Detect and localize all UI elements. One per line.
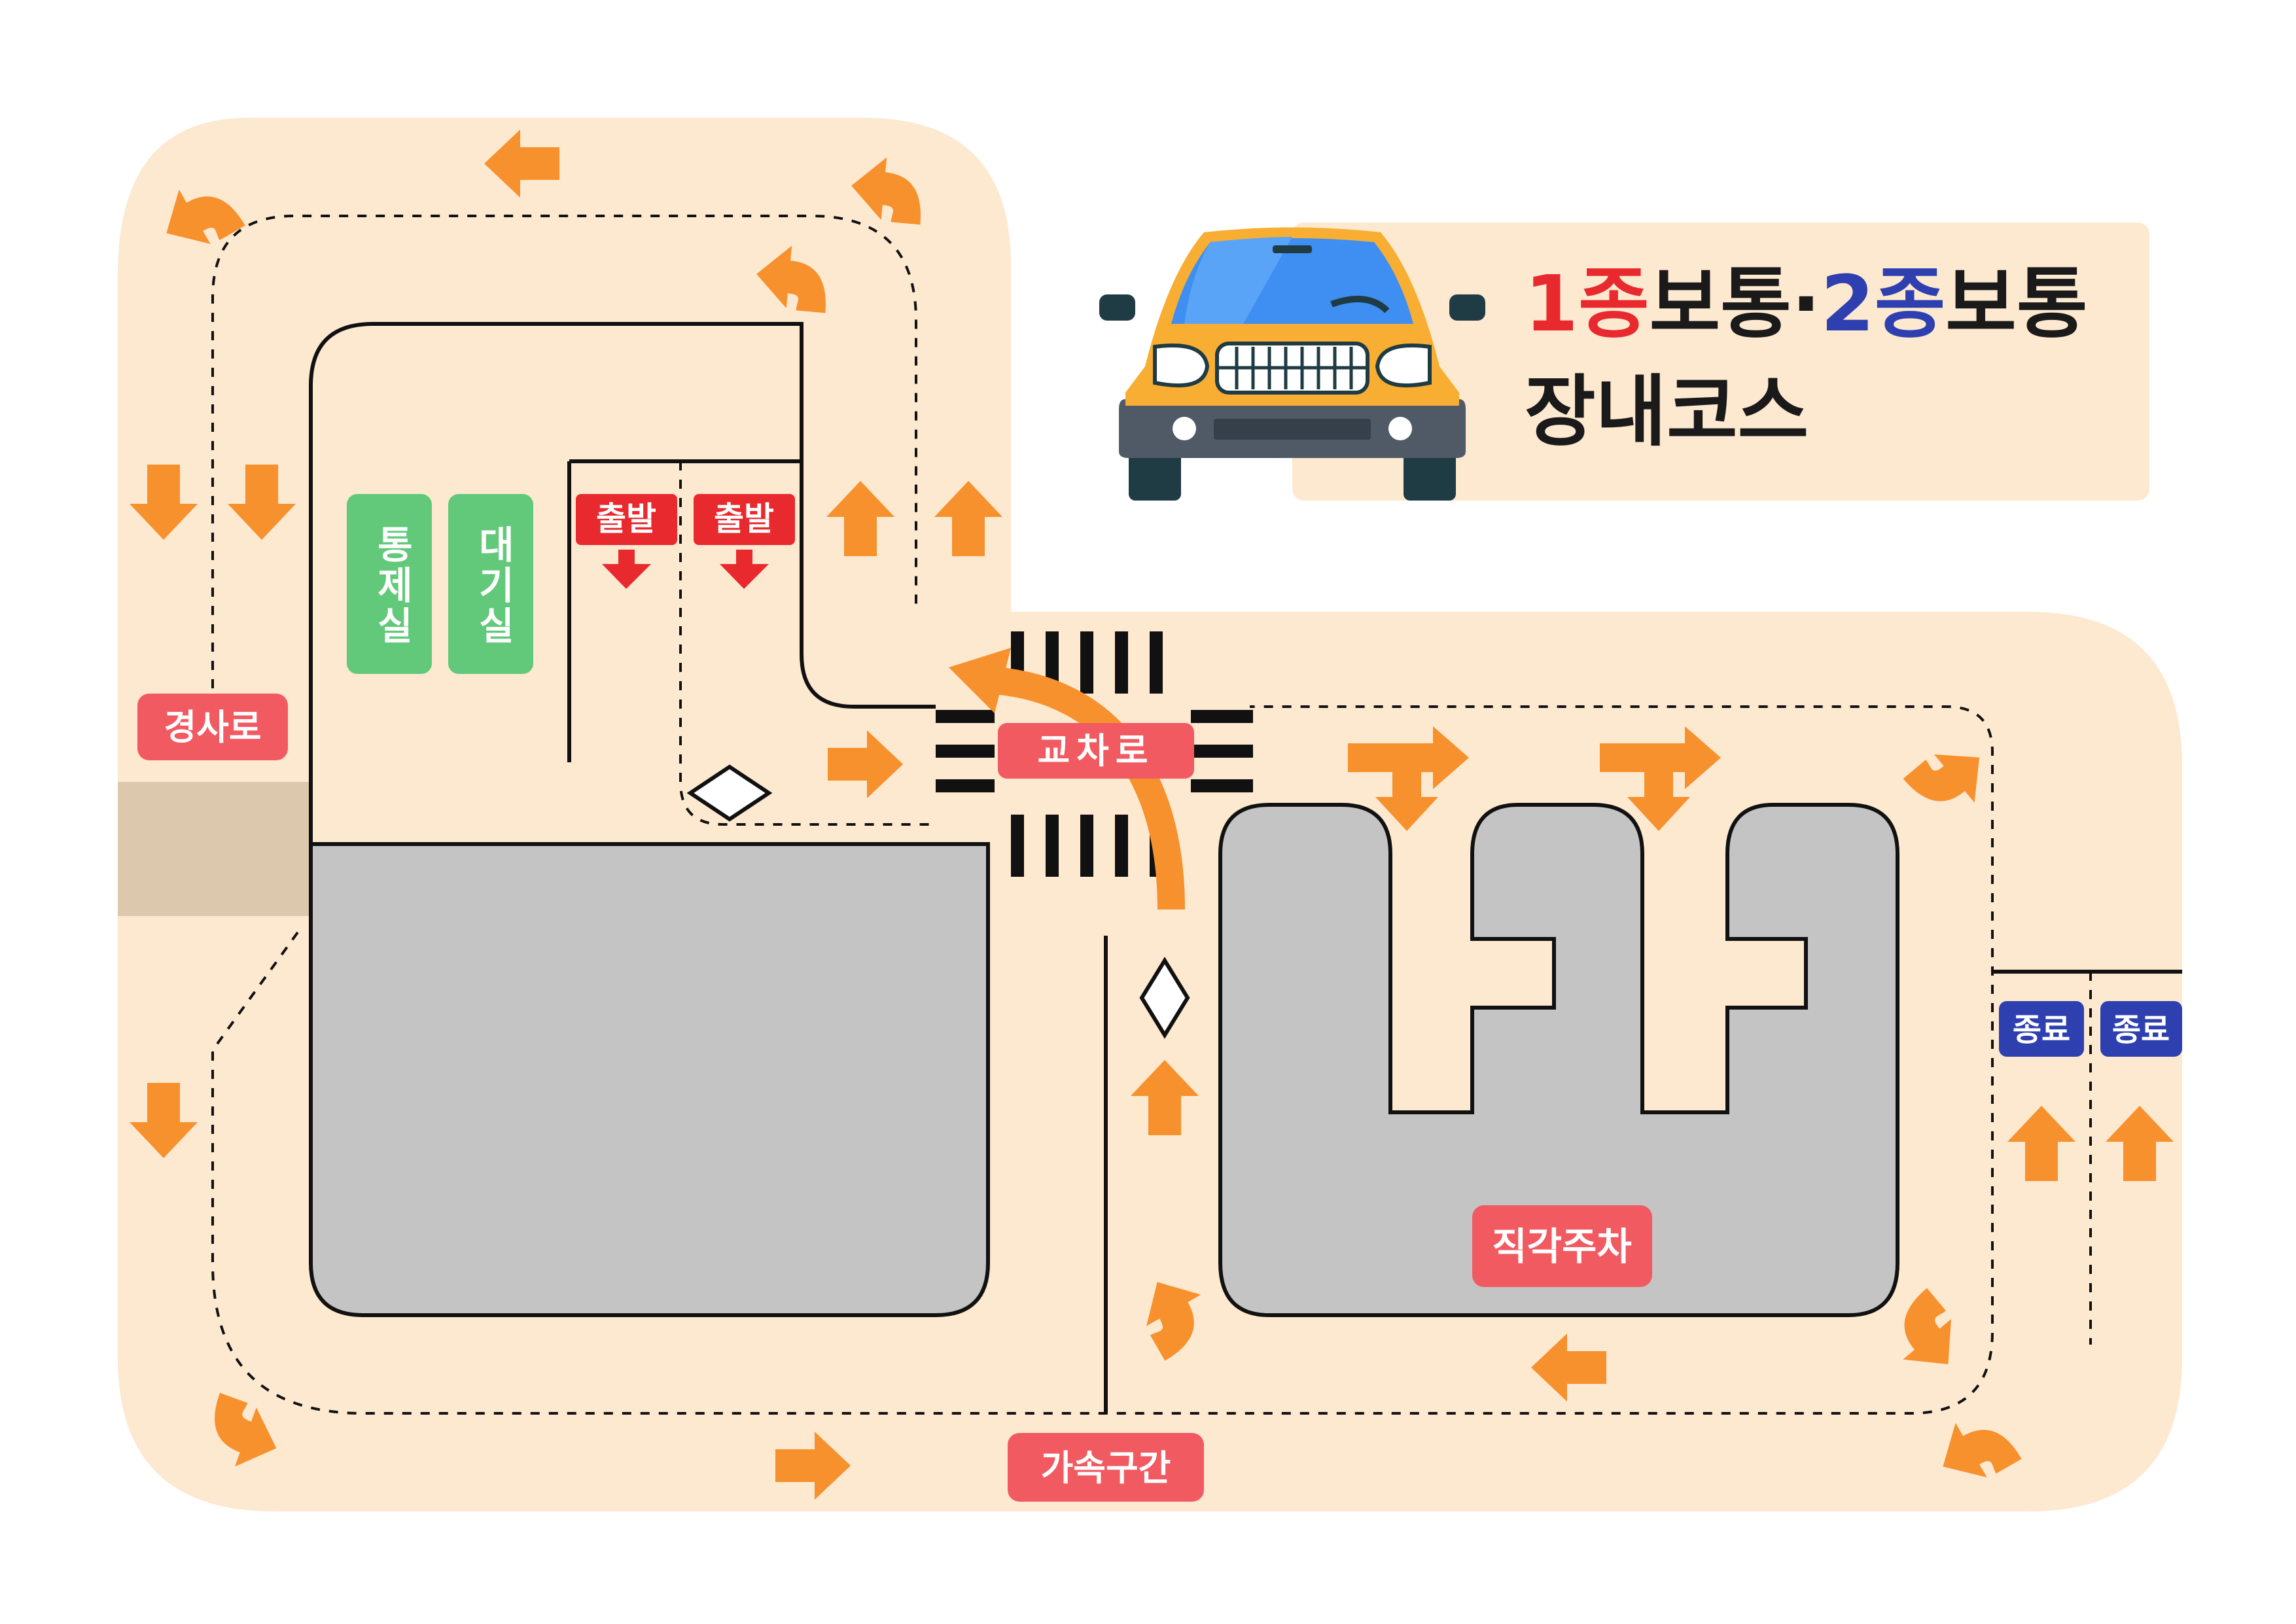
buildings: [309, 803, 1899, 1317]
end-label-2: 종료: [2112, 1012, 2170, 1048]
title-2-type: 보통: [1945, 258, 2087, 349]
control-room-label: 통제실: [370, 525, 414, 646]
start-badge-1: [576, 494, 677, 545]
acceleration-badge: [1008, 1433, 1204, 1502]
crosswalk-icon: [936, 631, 1253, 877]
end-badge-1: [1999, 1001, 2084, 1057]
slope-label: 경사로: [164, 707, 261, 748]
control-room-badge: [347, 494, 432, 674]
start-badge-2: [694, 494, 795, 545]
title-1-class: 1종: [1525, 258, 1650, 349]
title-1-type: 보통: [1650, 258, 1792, 349]
dashed-guides: [211, 215, 2092, 1415]
slope-shadow: [118, 782, 311, 916]
car-icon: [1099, 227, 1485, 501]
large-building: [309, 842, 990, 1317]
title-line-1: 1종보통·2종보통: [1525, 258, 2087, 349]
parking-badge: [1472, 1205, 1652, 1287]
title-line-2: 장내코스: [1525, 366, 1809, 457]
title-2-class: 2종: [1821, 258, 1946, 349]
waiting-room-badge: [448, 494, 533, 674]
arrow-icon: [602, 550, 651, 589]
title-separator: ·: [1792, 258, 1821, 349]
lane-lines: [309, 322, 2182, 1413]
acceleration-label: 가속구간: [1041, 1447, 1171, 1489]
diamond-marker-icon: [686, 764, 773, 822]
title-panel: [1292, 222, 2149, 501]
course-title: 1종보통·2종보통 장내코스: [1525, 258, 2087, 457]
start-label-1: 출발: [596, 500, 656, 538]
arrow-icon: [720, 550, 769, 589]
waiting-room-label: 대기실: [471, 525, 516, 646]
parking-label: 직각주차: [1492, 1224, 1631, 1269]
slope-badge: [137, 694, 288, 760]
intersection-badge: [998, 723, 1194, 779]
section-labels: 경사로 교차로 가속구간 직각주차 종료 종료: [137, 694, 2182, 1502]
room-labels: 통제실 대기실: [347, 494, 533, 674]
parking-structure: [1218, 803, 1899, 1317]
start-markers: 출발 출발: [576, 494, 795, 589]
intersection-label: 교차로: [1037, 730, 1154, 771]
end-badge-2: [2100, 1001, 2182, 1057]
diamond-marker-icon: [1139, 957, 1190, 1039]
start-label-2: 출발: [714, 500, 774, 538]
end-label-1: 종료: [2013, 1012, 2070, 1048]
